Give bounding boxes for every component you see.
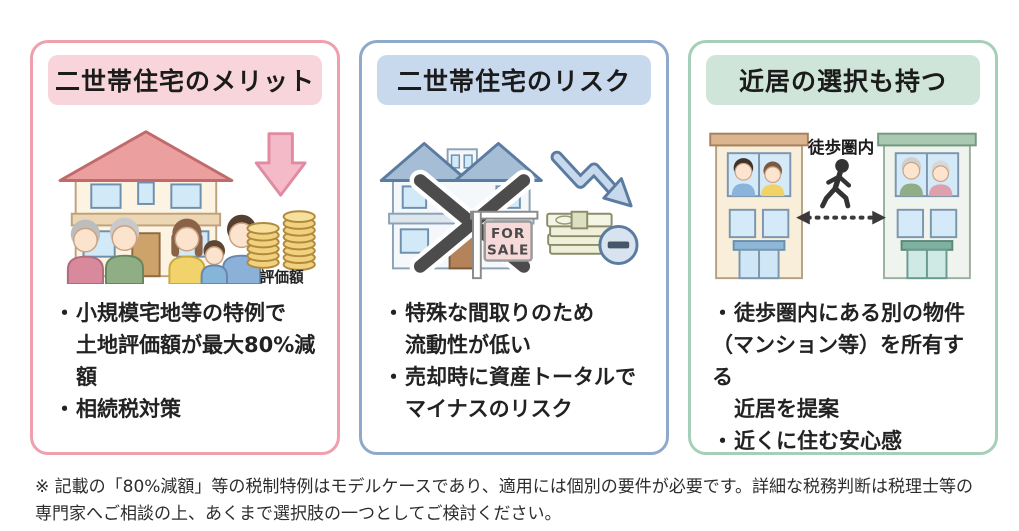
house-for-sale-illustration: FOR SALE [379, 141, 639, 280]
bullet-marker: ・ [54, 301, 75, 325]
bullet-line: 近居を提案 [734, 397, 839, 421]
decline-arrow-icon [550, 150, 633, 208]
disclaimer-note: ※ 記載の「80%減額」等の税制特例はモデルケースであり、適用には個別の要件が必… [35, 474, 995, 528]
apartment-building-left [709, 132, 809, 280]
distance-arrow-icon [796, 210, 886, 225]
nearby-bullets: ・ 徒歩圏内にある別の物件 （マンション等）を所有する 近居を提案 ・ 近くに住… [706, 297, 980, 457]
bullet-line: 徒歩圏内にある別の物件 [734, 301, 965, 325]
distance-label: 徒歩圏内 [807, 137, 874, 157]
walking-person-icon [820, 159, 852, 209]
bullet-line: 近くに住む安心感 [734, 429, 902, 453]
for-sale-label-line1: FOR [491, 226, 525, 242]
merit-illustration: 評価額 [48, 113, 322, 291]
bullet-line: 売却時に資産トータルで [405, 365, 636, 389]
walking-distance-illustration: 徒歩圏内 [709, 132, 977, 280]
risk-bullets: ・ 特殊な間取りのため 流動性が低い ・ 売却時に資産トータルで マイナスのリス… [377, 297, 651, 425]
bullet-marker: ・ [712, 301, 733, 325]
bullet-marker: ・ [54, 397, 75, 421]
for-sale-label-line2: SALE [487, 243, 529, 259]
panel-nearby: 近居の選択も持つ [688, 40, 998, 455]
apartment-building-right [877, 132, 977, 280]
panel-merit-title: 二世帯住宅のメリット [48, 55, 322, 105]
minus-icon [598, 224, 639, 265]
bullet-marker: ・ [383, 365, 404, 389]
panel-risk: 二世帯住宅のリスク [359, 40, 669, 455]
for-sale-sign: FOR SALE [470, 210, 539, 280]
disclaimer-line: 専門家へご相談の上、あくまで選択肢の一つとしてご検討ください。 [35, 504, 562, 524]
banknotes-icon [546, 210, 613, 255]
bullet-line: 相続税対策 [76, 397, 181, 421]
bullet-item: ・ 近くに住む安心感 [712, 425, 980, 457]
bullet-line: 小規模宅地等の特例で [76, 301, 286, 325]
bullet-line: 流動性が低い [405, 333, 531, 357]
family-house-illustration: 評価額 [58, 130, 316, 284]
risk-illustration: FOR SALE [377, 113, 651, 291]
bullet-line: マイナスのリスク [405, 397, 573, 421]
bullet-line: 特殊な間取りのため [405, 301, 594, 325]
comparison-panels: 二世帯住宅のメリット [30, 40, 998, 455]
nearby-illustration: 徒歩圏内 [706, 113, 980, 291]
bullet-item: ・ 売却時に資産トータルで マイナスのリスク [383, 361, 651, 425]
down-arrow-icon [254, 132, 307, 197]
coin-stacks-icon [246, 210, 316, 271]
bullet-item: ・ 小規模宅地等の特例で 土地評価額が最大80%減額 [54, 297, 322, 393]
panel-nearby-title: 近居の選択も持つ [706, 55, 980, 105]
valuation-label: 評価額 [260, 268, 304, 284]
bullet-item: ・ 相続税対策 [54, 393, 322, 425]
bullet-marker: ・ [712, 429, 733, 453]
panel-risk-title: 二世帯住宅のリスク [377, 55, 651, 105]
panel-merit: 二世帯住宅のメリット [30, 40, 340, 455]
bullet-line: （マンション等）を所有する [712, 333, 964, 389]
disclaimer-line: ※ 記載の「80%減額」等の税制特例はモデルケースであり、適用には個別の要件が必… [35, 477, 974, 497]
merit-bullets: ・ 小規模宅地等の特例で 土地評価額が最大80%減額 ・ 相続税対策 [48, 297, 322, 425]
bullet-marker: ・ [383, 301, 404, 325]
three-generation-family-icon [66, 214, 262, 284]
bullet-item: ・ 徒歩圏内にある別の物件 （マンション等）を所有する 近居を提案 [712, 297, 980, 425]
bullet-line: 土地評価額が最大80%減額 [76, 333, 316, 389]
bullet-item: ・ 特殊な間取りのため 流動性が低い [383, 297, 651, 361]
